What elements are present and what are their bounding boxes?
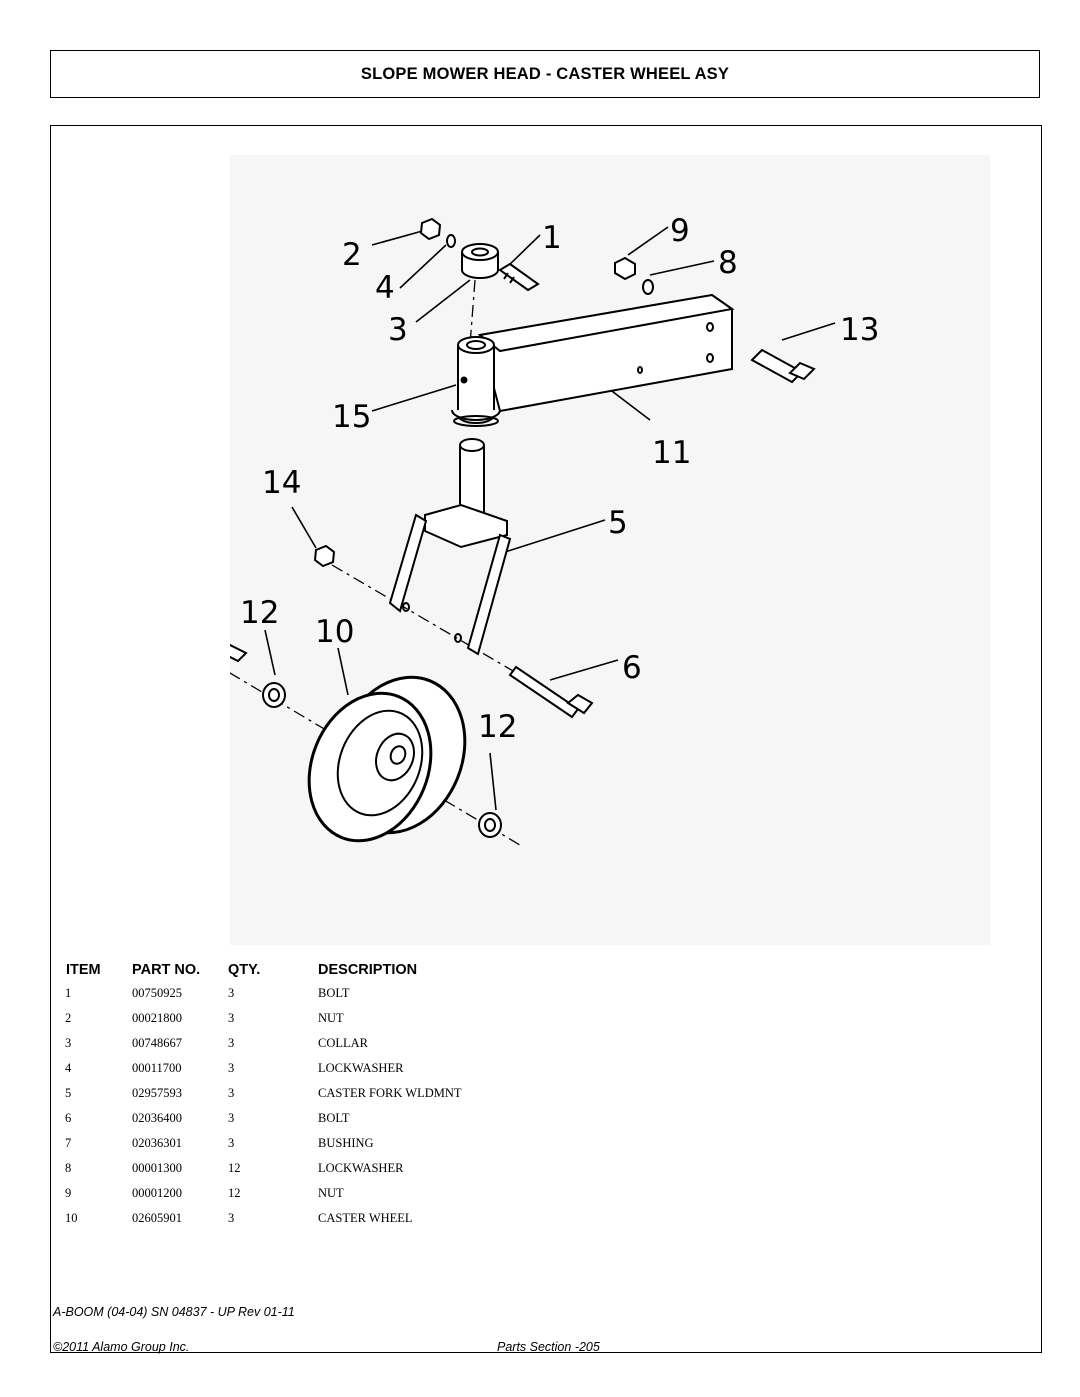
cell-part-no: 00750925 <box>132 986 182 1000</box>
cell-item: 3 <box>65 1036 72 1050</box>
callout-15: 15 <box>332 399 371 435</box>
header-qty: QTY. <box>228 962 261 978</box>
table-row: 9 00001200 12 NUT <box>60 1186 618 1211</box>
callout-12b: 12 <box>478 709 517 745</box>
cell-part-no: 00001200 <box>132 1186 182 1200</box>
cell-item: 6 <box>65 1111 72 1125</box>
callout-8: 8 <box>718 245 738 281</box>
cell-item: 1 <box>65 986 72 1000</box>
title-box: SLOPE MOWER HEAD - CASTER WHEEL ASY <box>50 50 1040 98</box>
cell-description: LOCKWASHER <box>318 1061 404 1075</box>
lockwasher-8-icon <box>642 279 654 295</box>
cell-qty: 3 <box>228 1011 235 1025</box>
table-row: 7 02036301 3 BUSHING <box>60 1136 618 1161</box>
copyright: ©2011 Alamo Group Inc. <box>53 1340 190 1354</box>
cell-qty: 3 <box>228 1136 235 1150</box>
cell-part-no: 00021800 <box>132 1011 182 1025</box>
cell-part-no: 02957593 <box>132 1086 182 1100</box>
cell-part-no: 00011700 <box>132 1061 182 1075</box>
bolt-13-icon <box>750 348 816 384</box>
callout-5: 5 <box>608 505 628 541</box>
cell-part-no: 00748667 <box>132 1036 182 1050</box>
cell-item: 4 <box>65 1061 72 1075</box>
cell-description: CASTER FORK WLDMNT <box>318 1086 462 1100</box>
callout-13: 13 <box>840 312 879 348</box>
caster-wheel-10-icon <box>307 675 467 843</box>
cell-qty: 3 <box>228 1111 235 1125</box>
table-row: 10 02605901 3 CASTER WHEEL <box>60 1211 618 1236</box>
cell-qty: 3 <box>228 1211 235 1225</box>
cell-qty: 12 <box>228 1161 241 1175</box>
cell-qty: 12 <box>228 1186 241 1200</box>
cell-qty: 3 <box>228 1036 235 1050</box>
table-row: 5 02957593 3 CASTER FORK WLDMNT <box>60 1086 618 1111</box>
page-title: SLOPE MOWER HEAD - CASTER WHEEL ASY <box>360 64 730 83</box>
pivot-tube-15-icon <box>451 336 501 427</box>
table-row: 1 00750925 3 BOLT <box>60 986 618 1011</box>
revision-note: A-BOOM (04-04) SN 04837 - UP Rev 01-11 <box>53 1305 295 1319</box>
callout-2: 2 <box>342 237 362 273</box>
cell-part-no: 00001300 <box>132 1161 182 1175</box>
table-row: 4 00011700 3 LOCKWASHER <box>60 1061 618 1086</box>
cell-item: 8 <box>65 1161 72 1175</box>
cell-description: BOLT <box>318 1111 350 1125</box>
page-number: Parts Section -205 <box>497 1340 600 1354</box>
cell-item: 5 <box>65 1086 72 1100</box>
table-row: 8 00001300 12 LOCKWASHER <box>60 1161 618 1186</box>
table-row: 3 00748667 3 COLLAR <box>60 1036 618 1061</box>
washer-12b-icon <box>478 812 502 838</box>
caster-fork-5-icon <box>388 438 512 656</box>
washer-12a-icon <box>262 682 286 708</box>
arm-11-icon <box>477 293 735 413</box>
cell-qty: 3 <box>228 1061 235 1075</box>
callout-11: 11 <box>652 435 691 471</box>
cell-description: CASTER WHEEL <box>318 1211 413 1225</box>
table-row: 2 00021800 3 NUT <box>60 1011 618 1036</box>
table-header-row: ITEM PART NO. QTY. DESCRIPTION <box>60 960 618 986</box>
nut-14-icon <box>313 544 336 568</box>
cell-description: BUSHING <box>318 1136 374 1150</box>
bolt-1-icon <box>498 262 540 292</box>
cell-description: NUT <box>318 1186 344 1200</box>
nut-9-icon <box>614 256 636 281</box>
header-item: ITEM <box>66 962 101 978</box>
callout-9: 9 <box>670 213 690 249</box>
header-part-no: PART NO. <box>132 962 201 978</box>
bolt-6-icon <box>508 665 594 719</box>
cell-description: LOCKWASHER <box>318 1161 404 1175</box>
cell-part-no: 02605901 <box>132 1211 182 1225</box>
cell-item: 9 <box>65 1186 72 1200</box>
content-frame <box>50 125 1042 1353</box>
table-row: 6 02036400 3 BOLT <box>60 1111 618 1136</box>
cell-qty: 3 <box>228 1086 235 1100</box>
cell-qty: 3 <box>228 986 235 1000</box>
callout-14: 14 <box>262 465 301 501</box>
cell-item: 2 <box>65 1011 72 1025</box>
cell-item: 10 <box>65 1211 78 1225</box>
exploded-parts-diagram: 2 1 4 3 9 8 13 15 11 14 5 7 12 10 6 12 <box>230 155 990 945</box>
callout-1: 1 <box>542 220 562 256</box>
nut-2-icon <box>419 217 456 248</box>
cell-item: 7 <box>65 1136 72 1150</box>
callout-6: 6 <box>622 650 642 686</box>
cell-description: NUT <box>318 1011 344 1025</box>
header-description: DESCRIPTION <box>318 962 418 978</box>
callout-10: 10 <box>315 614 354 650</box>
callout-12a: 12 <box>240 595 279 631</box>
callout-3: 3 <box>388 312 408 348</box>
callout-4: 4 <box>375 270 395 306</box>
parts-table: ITEM PART NO. QTY. DESCRIPTION 1 0075092… <box>60 960 618 1236</box>
cell-description: BOLT <box>318 986 350 1000</box>
cell-part-no: 02036400 <box>132 1111 182 1125</box>
collar-3-icon <box>461 243 499 279</box>
cell-description: COLLAR <box>318 1036 368 1050</box>
cell-part-no: 02036301 <box>132 1136 182 1150</box>
bushing-7-icon <box>230 643 248 663</box>
